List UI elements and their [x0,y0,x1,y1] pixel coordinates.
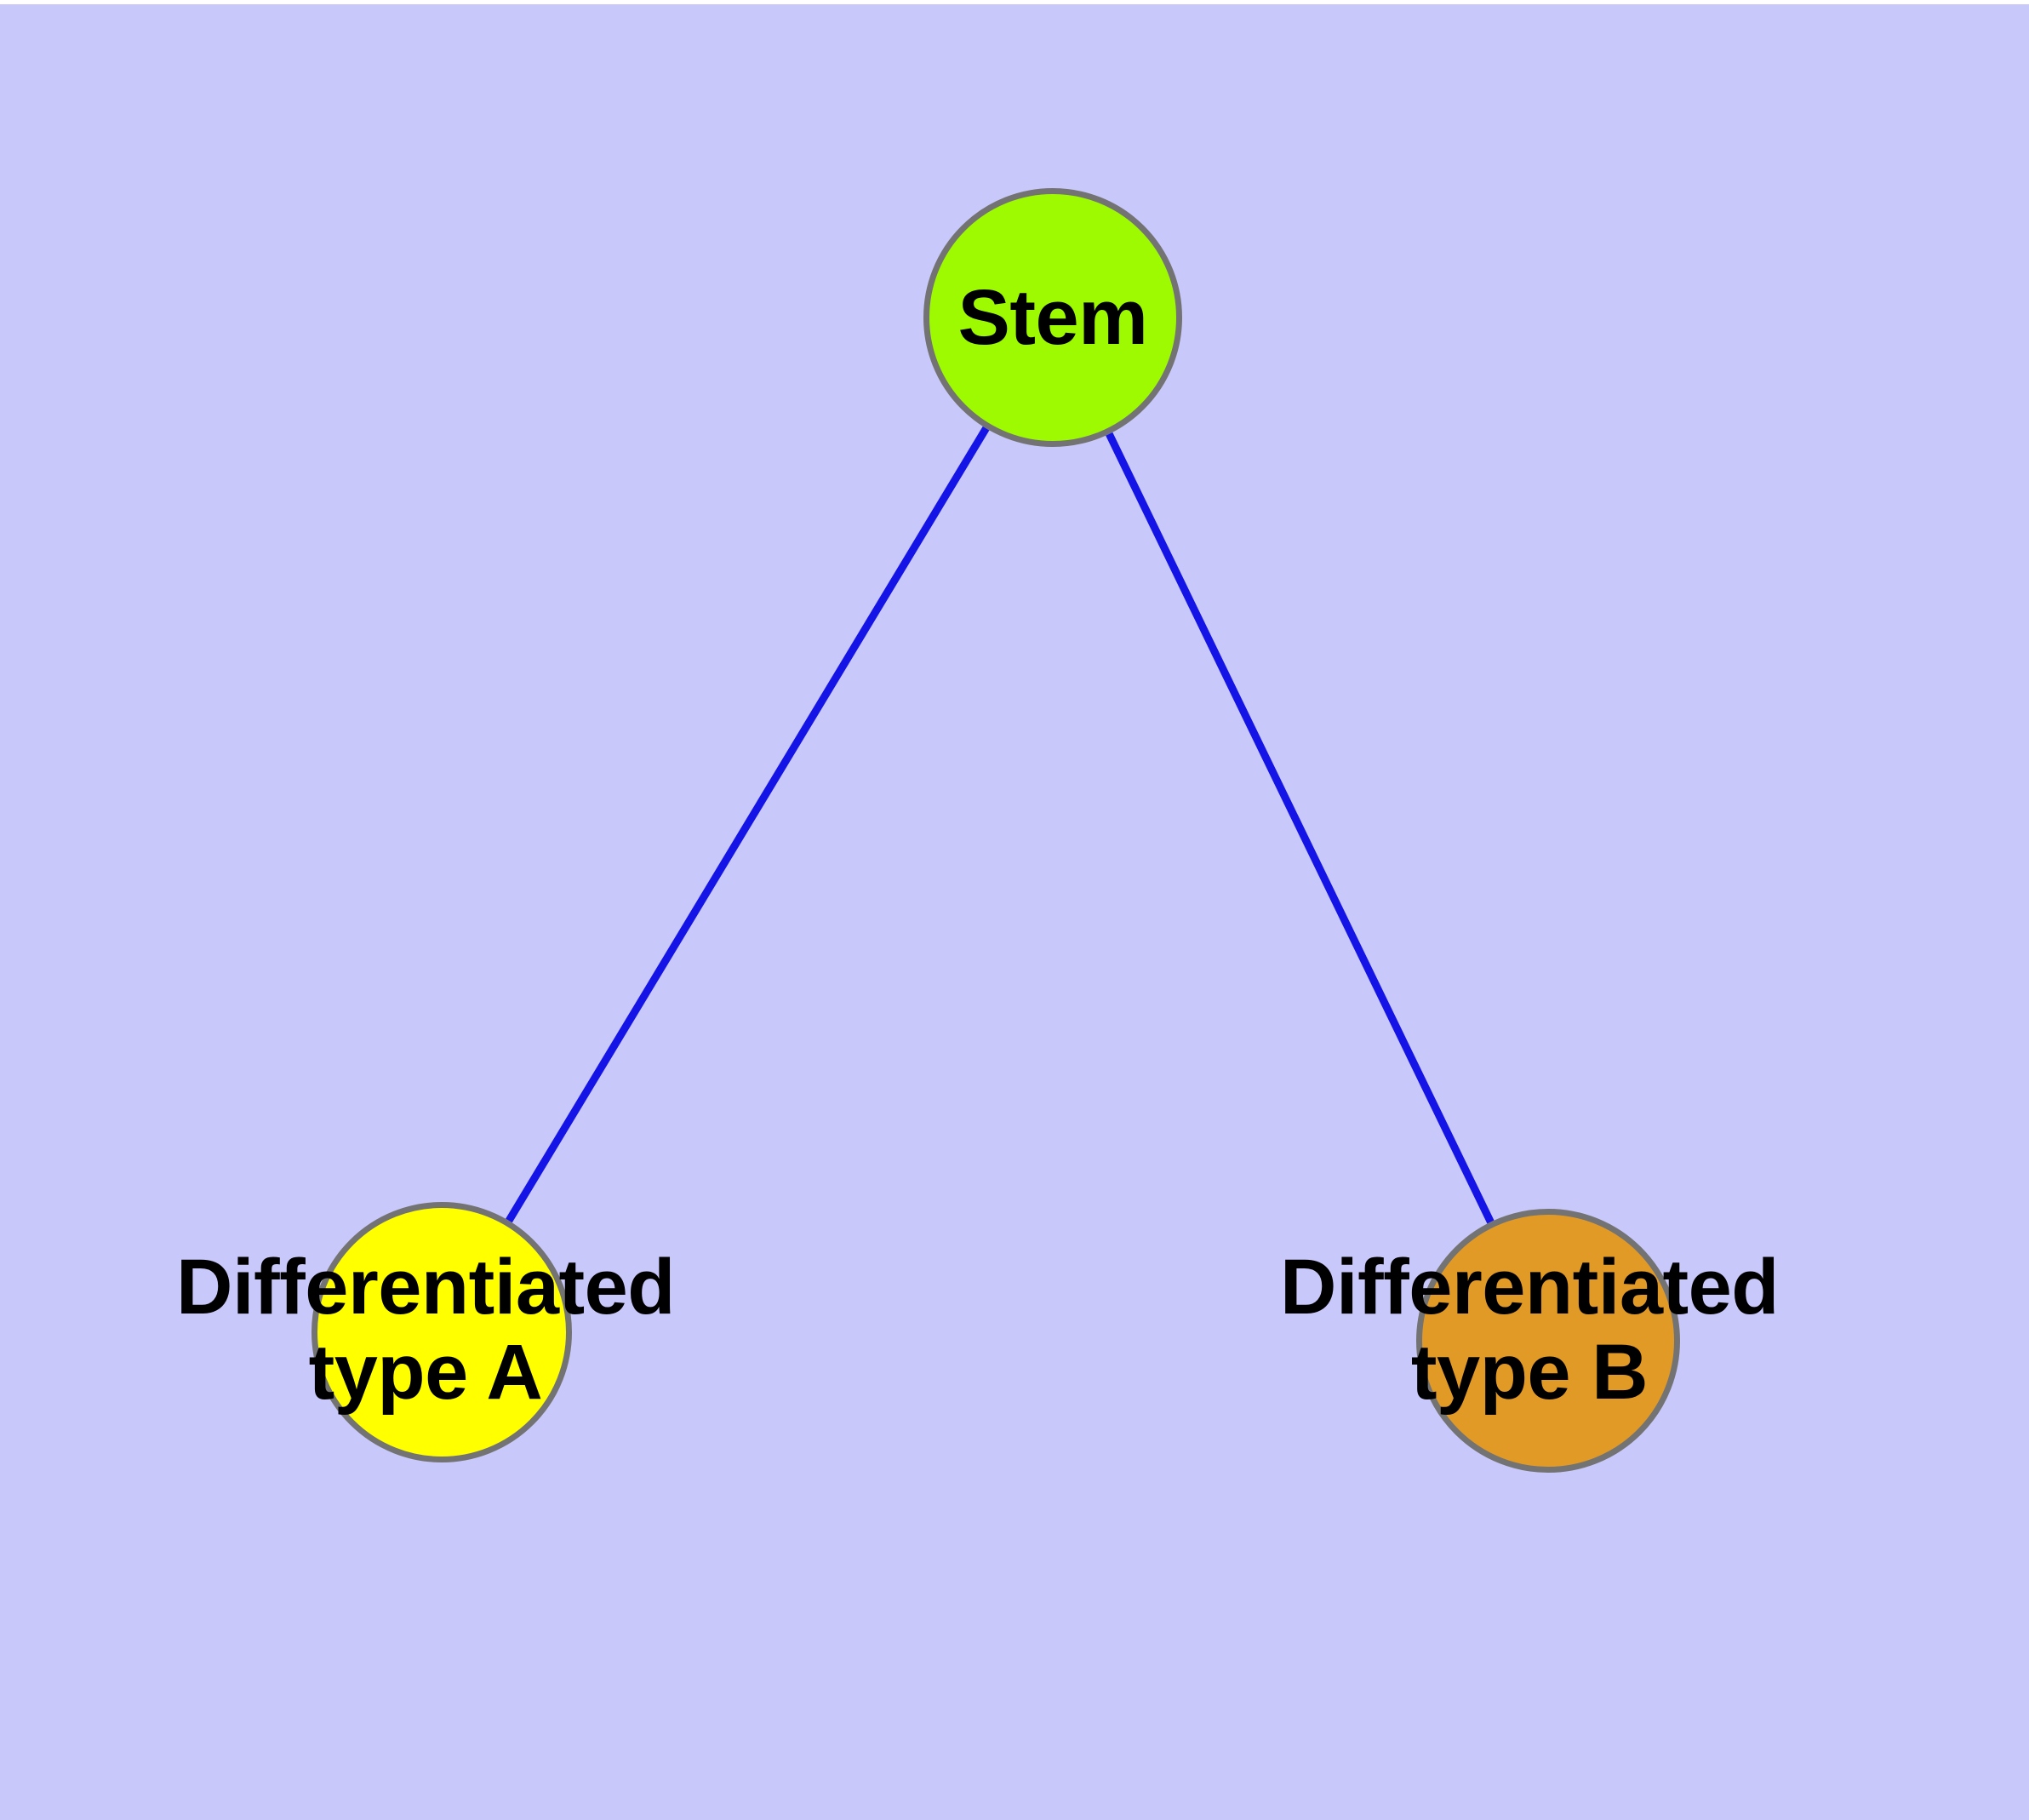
node-differentiated-type-b[interactable] [1416,1209,1680,1473]
node-stem[interactable] [923,188,1182,447]
edge-stem-to-diff-b[interactable] [1106,432,1495,1224]
node-layer [311,188,1680,1473]
edge-stem-to-diff-a[interactable] [506,426,990,1223]
edge-layer [506,426,1495,1224]
node-differentiated-type-a[interactable] [311,1202,572,1462]
